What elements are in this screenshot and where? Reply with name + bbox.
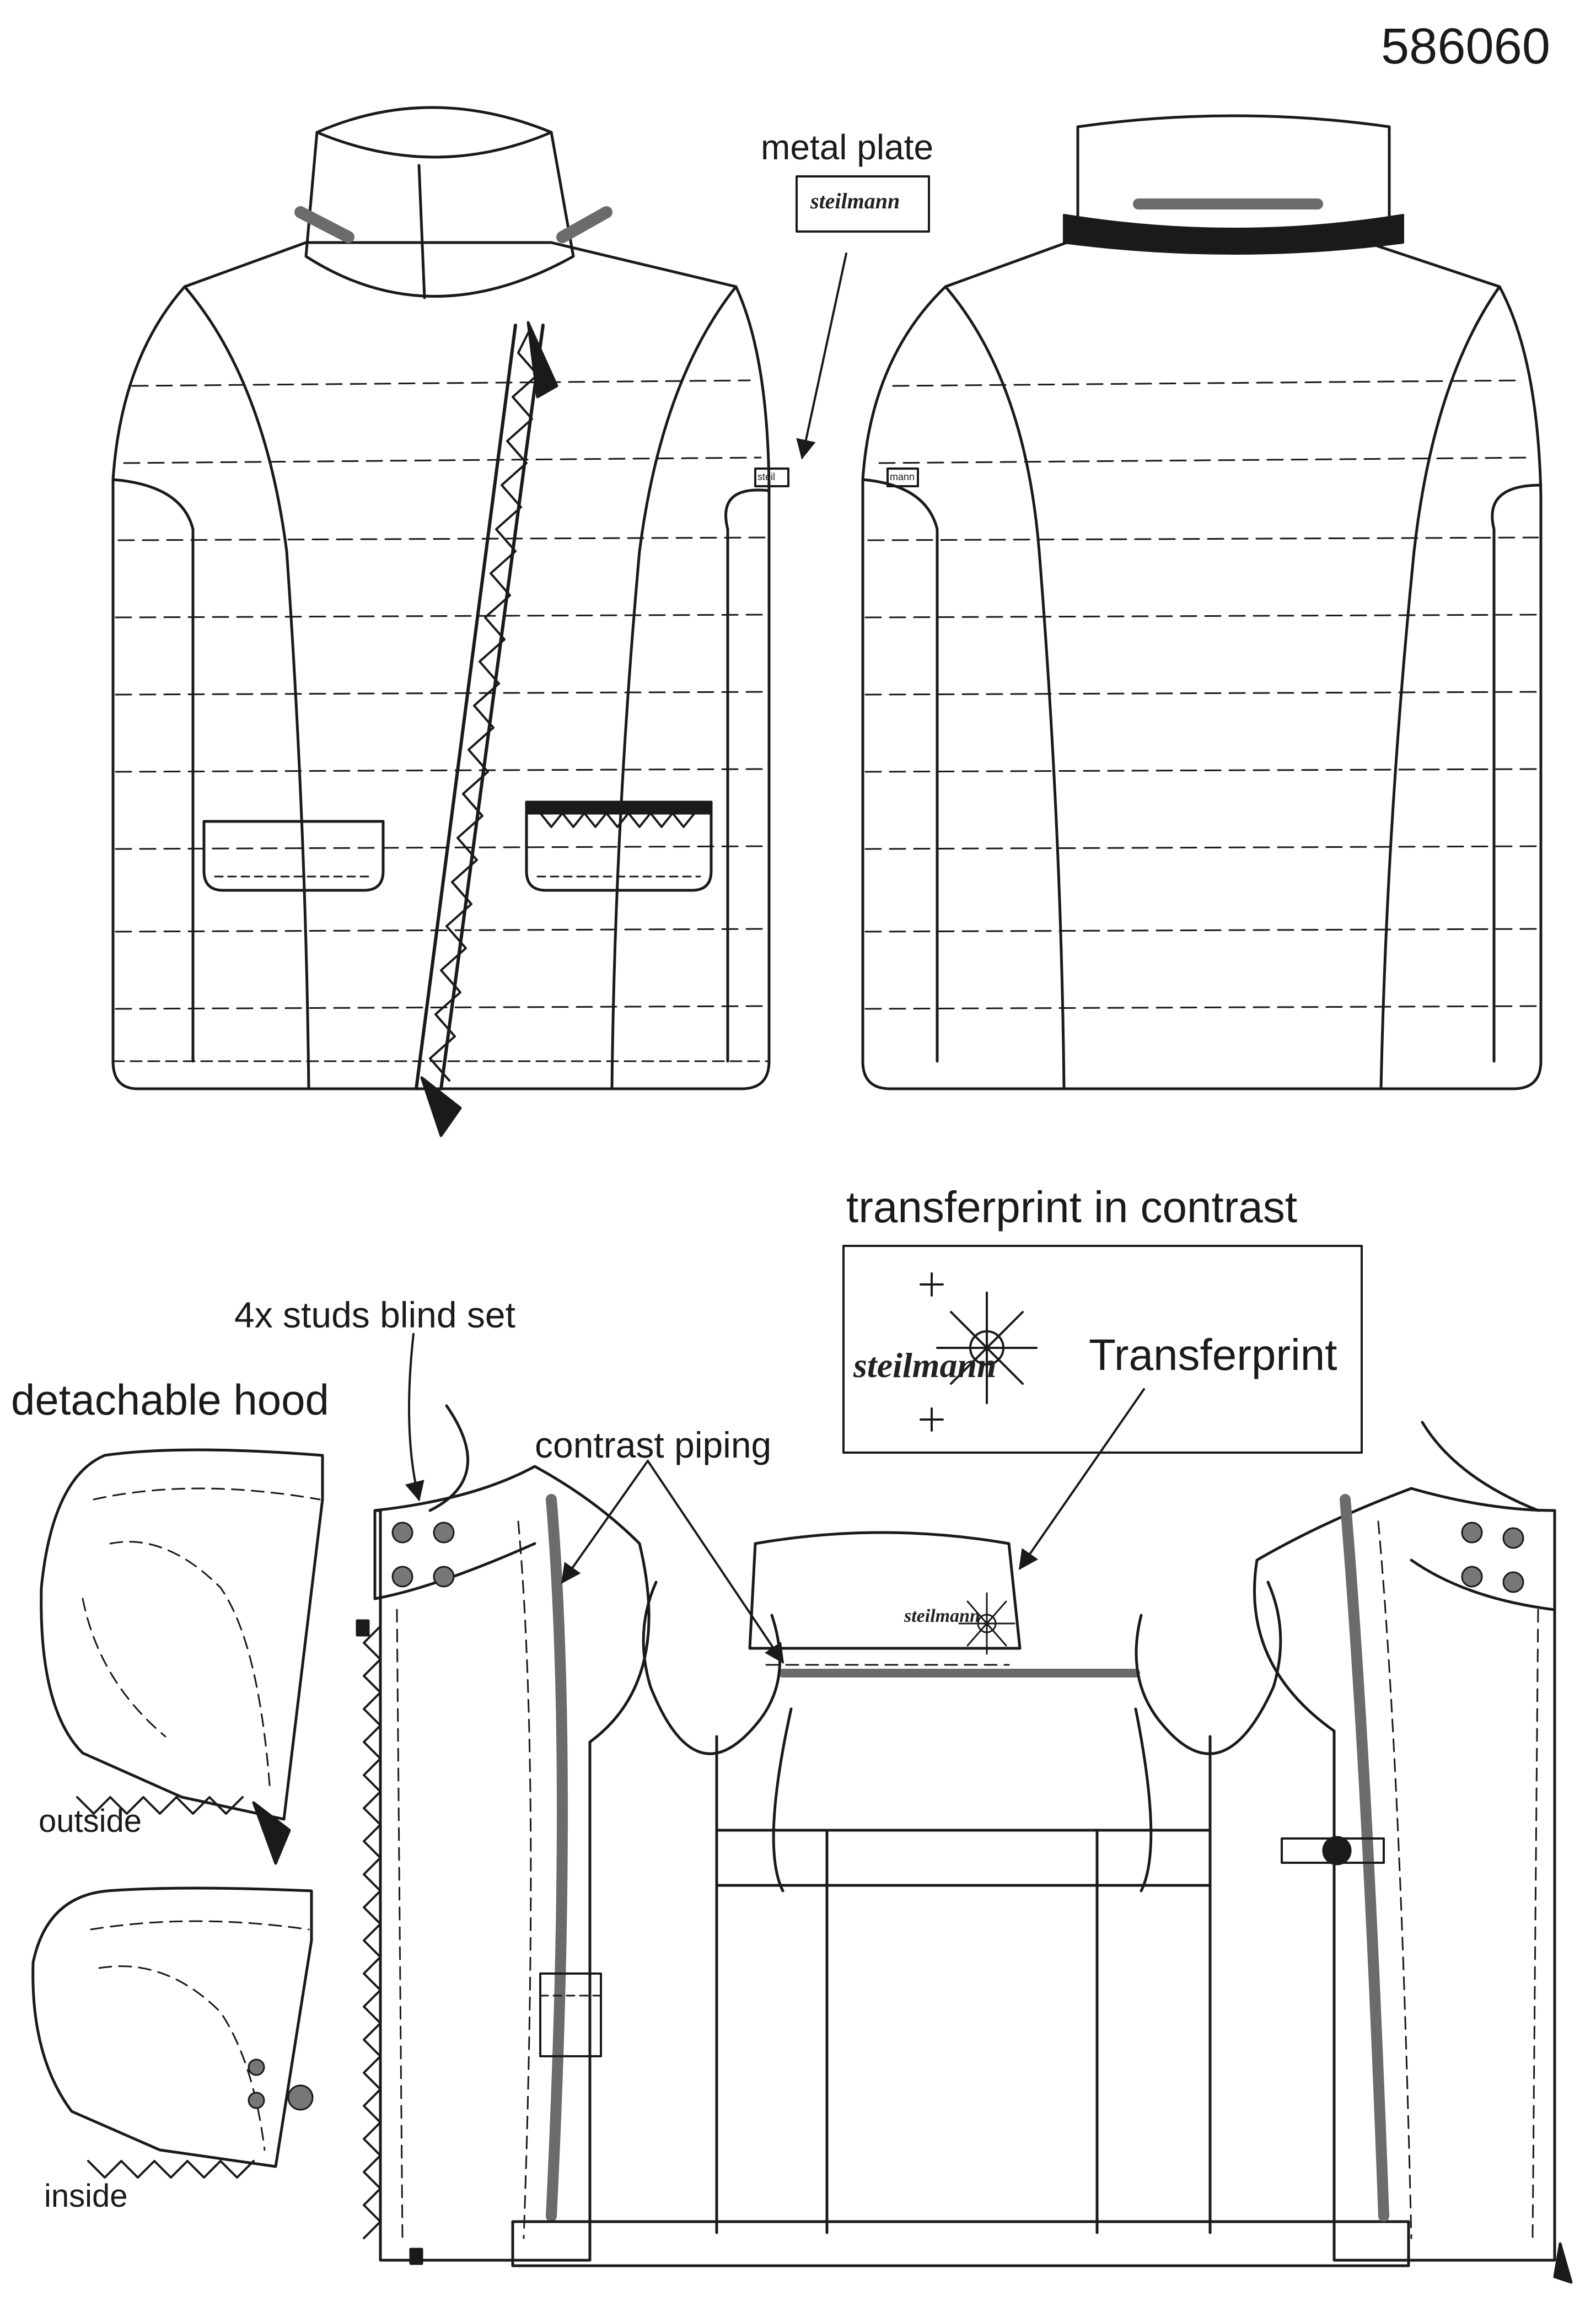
front-quilting-lines: [115, 379, 767, 1010]
style-number: 586060: [1381, 18, 1550, 74]
callout-arrows: [405, 1333, 1145, 1664]
label-contrast-piping: contrast piping: [535, 1424, 772, 1465]
label-detachable-hood: detachable hood: [11, 1375, 329, 1424]
back-quilting-lines: [864, 379, 1539, 1010]
label-hood-outside: outside: [39, 1803, 142, 1839]
jacket-interior-view: [356, 1404, 1573, 2284]
jacket-back-view: [861, 114, 1543, 1090]
label-transferprint-in-contrast: transferprint in contrast: [846, 1182, 1298, 1232]
shoulder-studs: [391, 1522, 1524, 1593]
label-metal-plate: metal plate: [761, 127, 934, 167]
transferprint-box: [842, 1245, 1363, 1454]
sleeve-tag-back: mann: [890, 471, 915, 482]
metal-plate-brand: steilmann: [810, 189, 900, 213]
label-transferprint: Transferprint: [1089, 1330, 1337, 1379]
sleeve-tag-front: steil: [757, 471, 776, 482]
snowflake-motif: [920, 1272, 1038, 1655]
label-studs: 4x studs blind set: [234, 1294, 515, 1335]
hood-inside-view: [31, 1886, 314, 2179]
jacket-front-view: [111, 106, 789, 1137]
hood-outside-view: [40, 1448, 324, 1865]
label-hood-inside: inside: [44, 2178, 128, 2214]
metal-plate-callout: [796, 175, 930, 460]
yoke-print-brand: steilmann: [904, 1606, 980, 1626]
transferprint-brand: steilmann: [853, 1346, 997, 1385]
